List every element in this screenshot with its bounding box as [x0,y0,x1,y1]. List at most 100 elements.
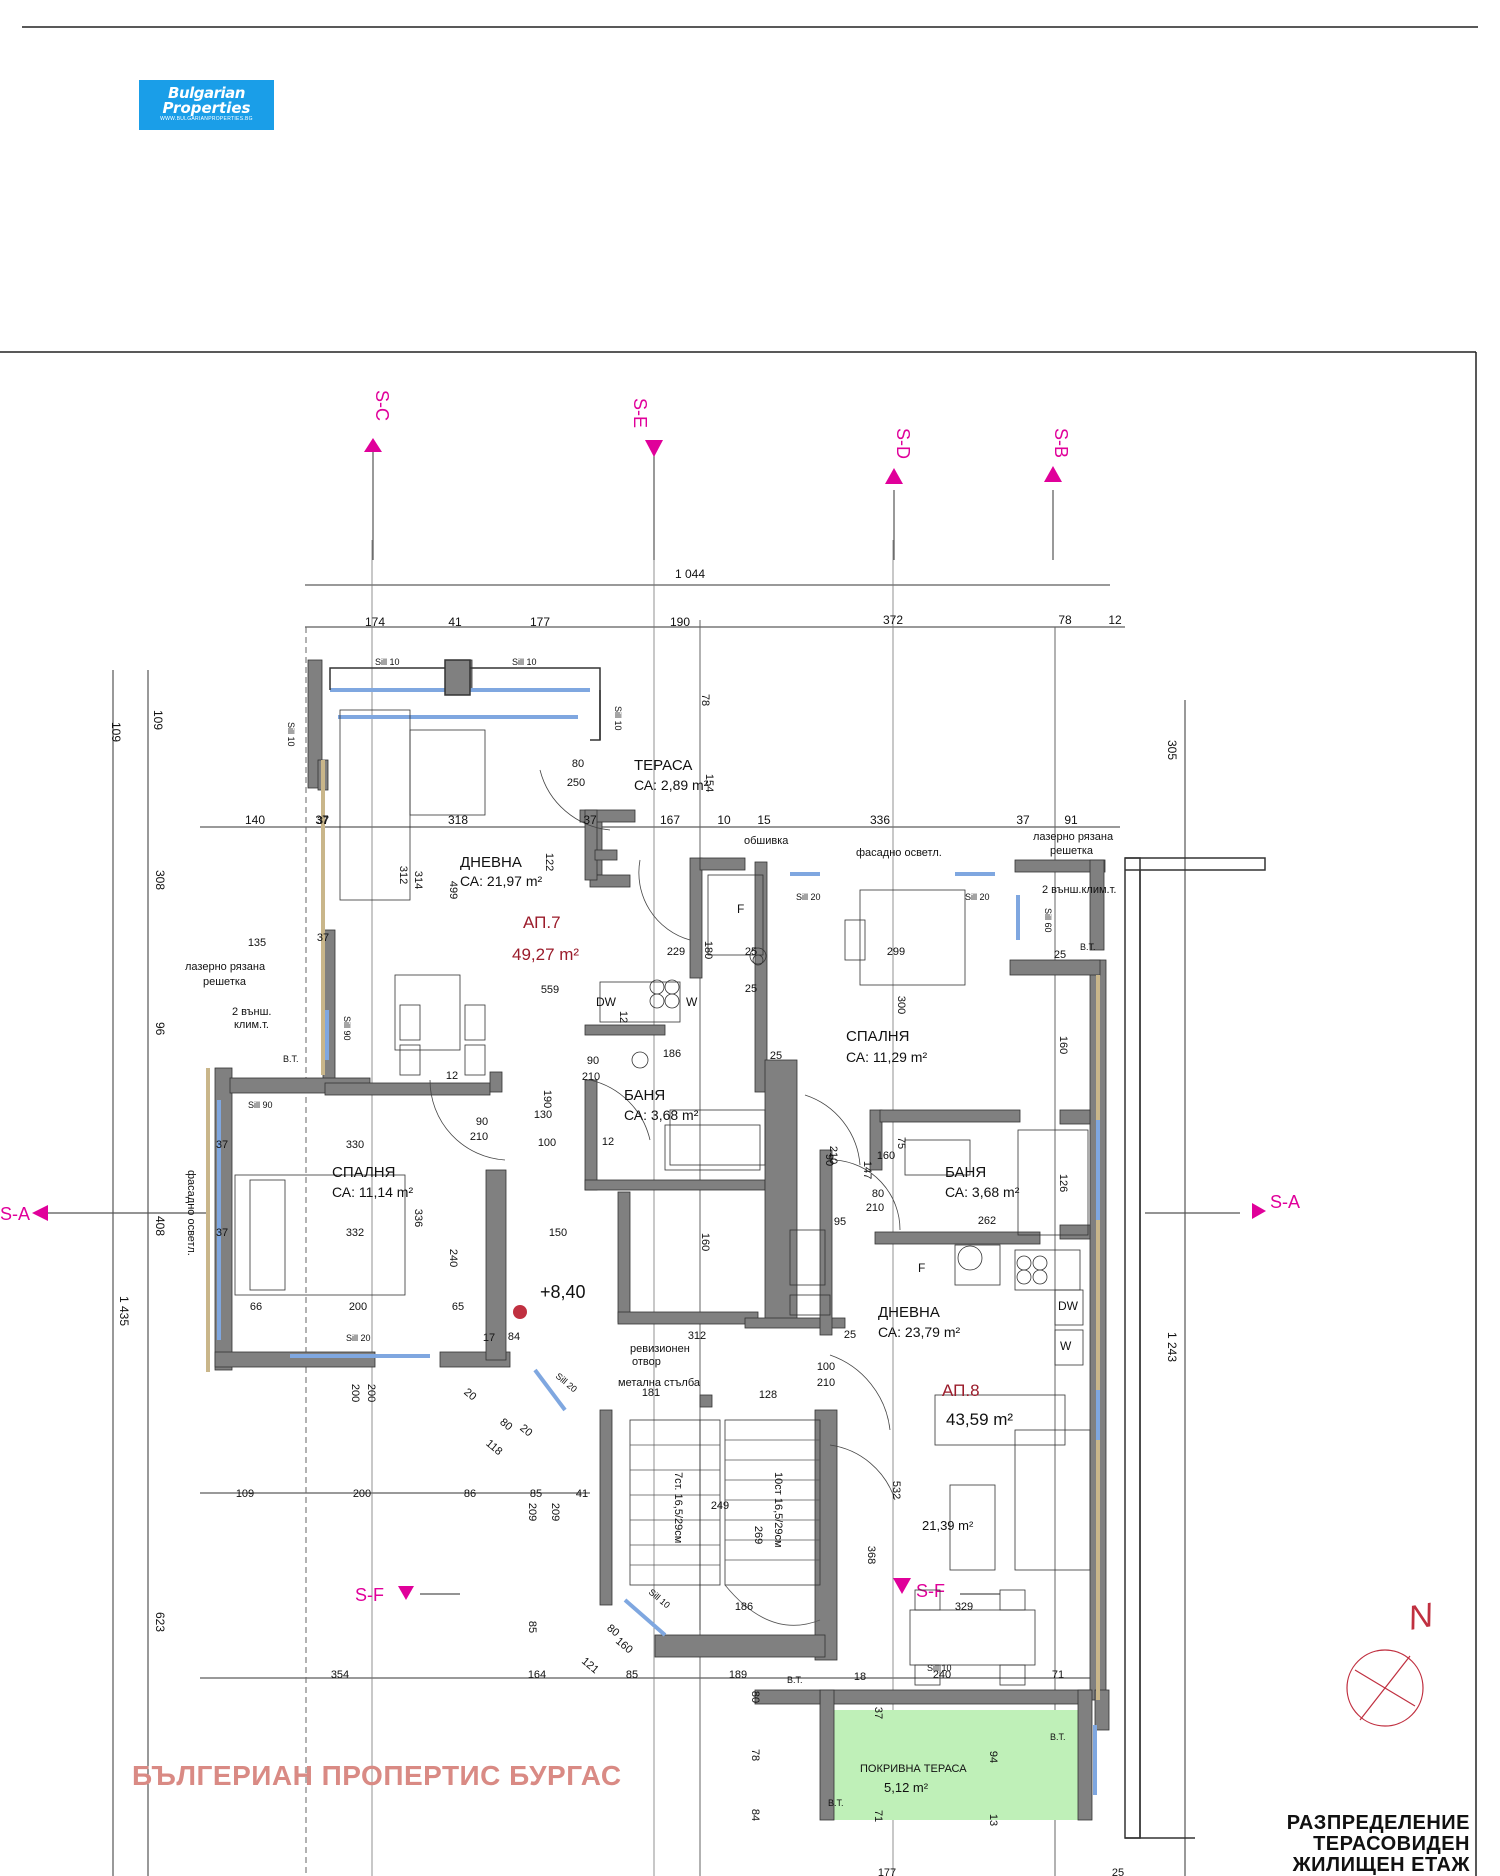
svg-text:В.Т.: В.Т. [283,1054,299,1064]
svg-text:336: 336 [870,813,890,827]
dimension-m28: 532 [890,1481,902,1499]
dimension-m18: 190 [541,1090,553,1108]
dimension-m53: 95 [834,1216,846,1228]
dimension-m97: 18 [854,1671,866,1683]
dimension-m94: 13 [987,1814,999,1826]
dimension-m1: 559 [541,984,559,996]
svg-text:DW: DW [596,995,617,1009]
dimension-m87: 20 [461,1386,478,1403]
svg-text:177: 177 [530,615,550,629]
dimension-m46: 94 [987,1751,999,1763]
ap7-name: АП.7 [523,913,561,932]
room-labels: ТЕРАСА СА: 2,89 m² ДНЕВНА СА: 21,97 m² Б… [332,757,1020,1795]
section-label-b: S-B [1051,428,1071,458]
north-arrow [1346,1649,1424,1727]
dimension-m50: 160 [1057,1036,1069,1054]
living8-area: СА: 23,79 m² [878,1324,961,1340]
left-dimensions: 109 308 96 408 1 435 623 109 305 1 243 [109,710,1179,1632]
dimension-m69: 12 [446,1070,458,1082]
dimension-m92: 177 [878,1867,896,1876]
dimension-m79: 80 [872,1188,884,1200]
dimension-m13: 336 [412,1209,424,1227]
roof-terrace-area: 5,12 m² [884,1780,929,1795]
dimension-m29: 368 [865,1546,877,1564]
logo-url: WWW.BULGARIANPROPERTIES.BG [160,116,253,122]
dimension-m57: 25 [745,983,757,995]
living7-name: ДНЕВНА [460,854,522,871]
dimension-m8: 122 [543,853,555,871]
svg-text:Sill 10: Sill 10 [613,706,623,731]
svg-text:1 243: 1 243 [1165,1332,1179,1362]
dimension-m49: 80 [749,1691,761,1703]
svg-text:ревизионен: ревизионен [630,1343,690,1355]
section-markers: S-C S-E S-D S-B S-A S-A S-F S-F [0,390,1300,1605]
dimension-m15: 150 [549,1227,567,1239]
ap7-area: 49,27 m² [512,945,579,964]
svg-text:Sill 10: Sill 10 [647,1587,672,1610]
svg-text:190: 190 [670,615,690,629]
dimension-m22: 181 [642,1387,660,1399]
section-label-a-left: S-A [0,1204,30,1224]
bedroom7-area: СА: 11,14 m² [332,1184,413,1200]
dimension-m84: 160 [877,1150,895,1162]
annotations: обшивка фасадно осветл. лазерно рязана р… [185,657,1116,1808]
section-label-d: S-D [893,428,913,459]
svg-text:2 външ.клим.т.: 2 външ.клим.т. [1042,884,1116,896]
svg-text:305: 305 [1165,740,1179,760]
svg-text:37: 37 [1016,813,1030,827]
svg-text:2 външ.: 2 външ. [232,1006,271,1018]
terrace-outline [329,659,601,741]
svg-text:91: 91 [1064,813,1078,827]
svg-text:37: 37 [315,813,329,827]
title-line3: ЖИЛИЩЕН ЕТАЖ [1292,1854,1470,1876]
svg-text:Sill 10: Sill 10 [512,657,537,667]
dimension-m89: 20 [517,1422,534,1439]
dimension-m20: 100 [538,1137,556,1149]
dimension-m68: 12 [617,1011,629,1023]
dimension-m3: 299 [887,946,905,958]
dimension-m26: 186 [735,1601,753,1613]
living8-name: ДНЕВНА [878,1304,940,1321]
dimension-m23: 128 [759,1389,777,1401]
extra-area: 21,39 m² [922,1518,974,1533]
section-label-f-right: S-F [916,1581,945,1601]
dimension-m16: 262 [978,1215,996,1227]
dimension-m11: 332 [346,1227,364,1239]
svg-text:Sill 90: Sill 90 [342,1016,352,1041]
dimension-m60: 25 [844,1329,856,1341]
svg-text:метална стълба: метална стълба [618,1377,701,1389]
dimension-m38: 86 [464,1488,476,1500]
dimension-m100: 154 [703,774,715,792]
svg-text:F: F [918,1261,925,1275]
svg-text:Sill 20: Sill 20 [346,1333,371,1343]
title-line1: РАЗПРЕДЕЛЕНИЕ [1286,1812,1470,1834]
dimension-m74: 210 [582,1071,600,1083]
dimension-m25: 269 [752,1526,764,1544]
bath7-area: СА: 3,68 m² [624,1107,699,1123]
svg-text:10ст 16,5/29см: 10ст 16,5/29см [772,1472,784,1548]
bath8-area: СА: 3,68 m² [945,1184,1020,1200]
dimension-m51: 147 [861,1161,873,1179]
dimension-m30: 354 [331,1669,349,1681]
dimension-m21: 312 [688,1330,706,1342]
dimension-m19: 130 [534,1109,552,1121]
dimension-m66: 37 [216,1139,228,1151]
dimension-m44: 121 [579,1655,601,1676]
dimension-m85: 200 [349,1384,361,1402]
dimension-m34: 240 [933,1669,951,1681]
dimension-m52: 126 [1057,1174,1069,1192]
dimension-m31: 164 [528,1669,546,1681]
dimension-m78: 210 [817,1377,835,1389]
dimension-m65: 37 [317,932,329,944]
dimension-m95: 71 [872,1810,884,1822]
dimension-m56: 25 [745,946,757,958]
svg-text:78: 78 [1058,613,1072,627]
svg-text:W: W [1060,1339,1072,1353]
dimension-m98: 17 [483,1332,495,1344]
dimension-lines [112,540,1186,1876]
svg-text:W: W [686,995,698,1009]
svg-text:96: 96 [153,1022,167,1036]
dimension-m10: 330 [346,1139,364,1151]
dimension-m62: 65 [452,1301,464,1313]
